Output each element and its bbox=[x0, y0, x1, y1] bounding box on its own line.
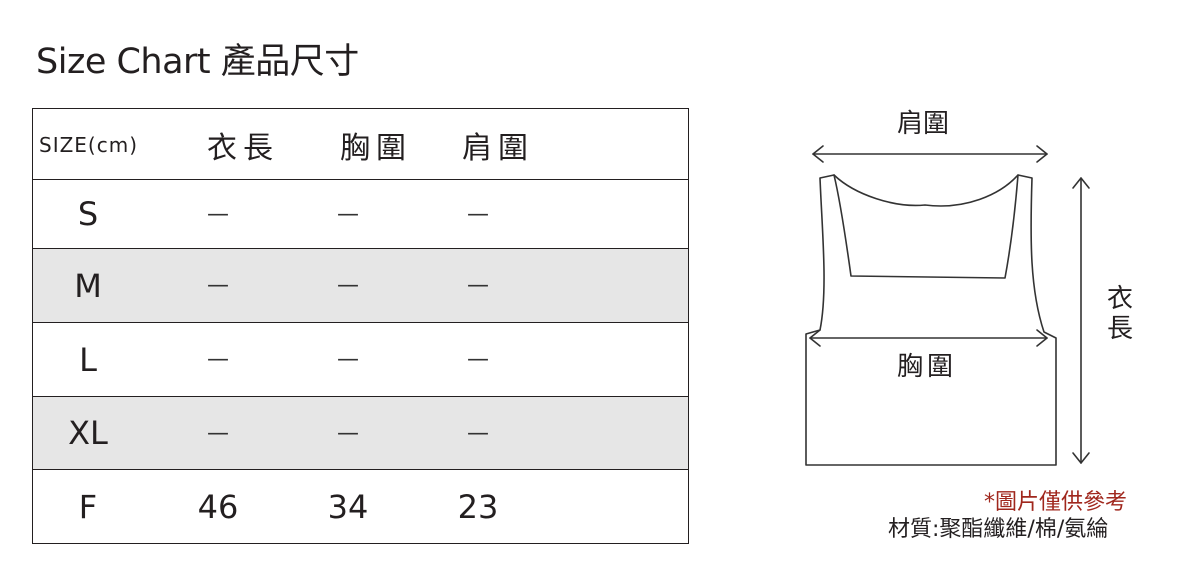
shoulder-arrow-right bbox=[1036, 145, 1048, 163]
value-cell: — bbox=[467, 420, 489, 446]
size-table: SIZE(cm) 衣長 胸圍 肩圍 S — — — M — — — L — — … bbox=[32, 108, 689, 544]
value-cell: — bbox=[207, 347, 229, 372]
length-label: 衣長 bbox=[1106, 284, 1133, 344]
col-header-length: 衣長 bbox=[207, 131, 279, 166]
col-header-shoulder: 肩圍 bbox=[462, 131, 534, 166]
shoulder-arrow-left bbox=[812, 145, 824, 163]
material-note: 材質:聚酯纖維/棉/氨綸 bbox=[888, 517, 1109, 542]
value-cell: — bbox=[467, 273, 489, 298]
col-header-chest: 胸圍 bbox=[340, 131, 412, 166]
value-cell: 46 bbox=[197, 487, 239, 526]
value-cell: — bbox=[337, 347, 359, 372]
table-row: L — — — bbox=[33, 322, 688, 396]
value-cell: 34 bbox=[327, 487, 369, 526]
size-cell: XL bbox=[68, 414, 108, 452]
value-cell: — bbox=[207, 201, 229, 227]
size-cell: F bbox=[78, 487, 98, 526]
table-row: XL — — — bbox=[33, 396, 688, 469]
disclaimer-note: *圖片僅供參考 bbox=[984, 490, 1128, 515]
garment-outline bbox=[805, 174, 1057, 466]
garment-neckline bbox=[833, 174, 1019, 279]
size-cell: S bbox=[77, 195, 99, 233]
value-cell: — bbox=[337, 201, 359, 227]
page-title: Size Chart 產品尺寸 bbox=[36, 42, 359, 82]
value-cell: — bbox=[337, 420, 359, 446]
shoulder-label: 肩圍 bbox=[897, 109, 950, 139]
length-arrow-top bbox=[1072, 177, 1090, 189]
size-cell: L bbox=[79, 340, 97, 379]
value-cell: — bbox=[207, 273, 229, 298]
size-header: SIZE(cm) bbox=[39, 133, 139, 157]
chest-arrow-left bbox=[809, 329, 821, 347]
table-row: M — — — bbox=[33, 248, 688, 322]
size-cell: M bbox=[74, 266, 102, 305]
table-row: S — — — bbox=[33, 179, 688, 248]
table-row: F 46 34 23 bbox=[33, 469, 688, 543]
chest-arrow-right bbox=[1036, 329, 1048, 347]
value-cell: 23 bbox=[457, 487, 499, 526]
chest-label: 胸圍 bbox=[897, 352, 958, 382]
value-cell: — bbox=[207, 420, 229, 446]
value-cell: — bbox=[467, 201, 489, 227]
value-cell: — bbox=[467, 347, 489, 372]
value-cell: — bbox=[337, 273, 359, 298]
length-arrow-bottom bbox=[1072, 452, 1090, 464]
